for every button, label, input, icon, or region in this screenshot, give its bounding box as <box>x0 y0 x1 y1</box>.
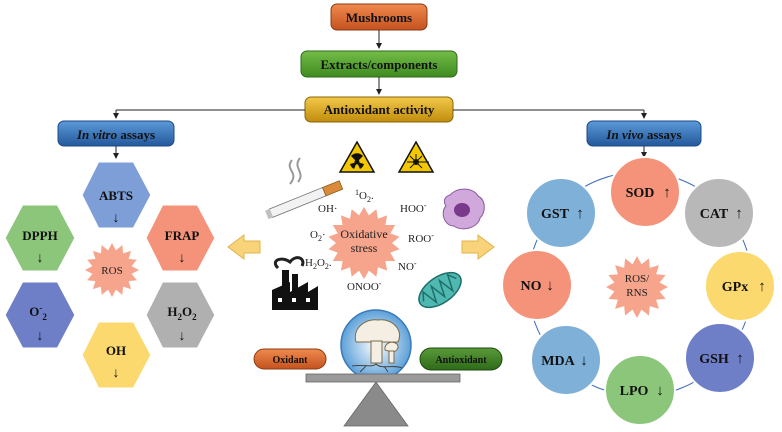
in-vivo-circles: SOD ↑ CAT ↑ GST ↑ GPx ↑ NO ↓ GSH ↑ <box>501 156 776 426</box>
gst-label: GST <box>541 207 570 222</box>
mushrooms-box: Mushrooms <box>330 3 428 31</box>
balance-scale-icon <box>305 373 461 427</box>
oxidant-pill: Oxidant <box>253 348 327 370</box>
ros-rns-burst: ROS/ RNS <box>606 256 668 318</box>
ros-burst: ROS <box>85 243 139 297</box>
circle-no: NO ↓ <box>501 249 573 321</box>
branch-lines <box>113 109 647 119</box>
h2o2-arrow: ↓ <box>179 329 186 344</box>
sod-arrow: ↑ <box>663 185 671 201</box>
species-roo: ROO- <box>408 231 434 245</box>
in-vitro-hexagons: ABTS ↓ DPPH ↓ FRAP ↓ O-2 ↓ H2O2 ↓ <box>2 159 218 391</box>
lpo-arrow: ↓ <box>656 383 664 399</box>
cat-arrow: ↑ <box>735 206 743 222</box>
abts-label: ABTS <box>99 188 133 203</box>
extracts-box: Extracts/components <box>300 50 458 78</box>
species-no: NO- <box>398 259 417 273</box>
species-o2: O2· <box>310 229 326 243</box>
oh-label: OH <box>106 343 126 358</box>
species-onoo: ONOO- <box>347 279 382 293</box>
gpx-arrow: ↑ <box>758 279 766 295</box>
hex-oh: OH ↓ <box>79 319 154 391</box>
cat-label: CAT <box>700 207 729 222</box>
circle-gpx: GPx ↑ <box>704 250 776 322</box>
abts-arrow: ↓ <box>113 211 120 226</box>
antioxidant-activity-label: Antioxidant activity <box>324 102 435 117</box>
species-singlet-o2: 1O2. <box>355 188 374 204</box>
ros-rns-line1: ROS/ <box>625 273 650 285</box>
stress-line2: stress <box>351 241 378 255</box>
circle-cat: CAT ↑ <box>683 177 755 249</box>
left-arrow <box>227 234 261 260</box>
in-vitro-box: In vitro assays <box>57 120 175 147</box>
no-arrow: ↓ <box>546 278 554 294</box>
no-label: NO <box>521 279 542 294</box>
hex-dpph: DPPH ↓ <box>2 202 78 274</box>
dpph-label: DPPH <box>22 228 57 243</box>
mda-label: MDA <box>541 354 575 369</box>
radiation-icon <box>338 140 376 173</box>
macrophage-icon <box>442 188 485 230</box>
oh-arrow: ↓ <box>113 366 120 381</box>
extracts-label: Extracts/components <box>321 57 438 72</box>
in-vivo-label: In vivo assays <box>605 127 681 142</box>
in-vitro-label: In vitro assays <box>76 127 155 142</box>
sod-label: SOD <box>626 186 655 201</box>
right-arrow <box>461 234 495 260</box>
hex-abts: ABTS ↓ <box>79 159 154 231</box>
circle-gsh: GSH ↑ <box>684 322 756 394</box>
o2-label: O-2 <box>29 303 47 322</box>
species-hoo: HOO- <box>400 201 427 215</box>
hex-frap: FRAP ↓ <box>143 202 218 274</box>
species-labels: 1O2. OH· HOO- O2· ROO- H2O2. NO- ONOO- <box>305 188 434 293</box>
circle-gst: GST ↑ <box>525 177 597 249</box>
mushroom-icon <box>340 309 412 381</box>
oxidative-stress-burst: Oxidative stress <box>328 207 400 279</box>
h2o2-label: H2O2 <box>167 304 197 322</box>
species-oh: OH· <box>318 203 338 215</box>
mushrooms-label: Mushrooms <box>346 10 412 25</box>
circle-mda: MDA ↓ <box>530 324 602 396</box>
mitochondrion-icon <box>418 271 462 309</box>
cigarette-icon <box>265 157 344 220</box>
hex-o2: O-2 ↓ <box>2 279 78 351</box>
lpo-label: LPO <box>620 384 649 399</box>
hex-h2o2: H2O2 ↓ <box>143 279 218 351</box>
gsh-arrow: ↑ <box>736 351 744 367</box>
frap-arrow: ↓ <box>179 251 186 266</box>
circle-sod: SOD ↑ <box>609 156 681 228</box>
mda-arrow: ↓ <box>580 353 588 369</box>
ros-label: ROS <box>101 265 122 277</box>
dpph-arrow: ↓ <box>37 251 44 266</box>
factory-icon <box>272 256 318 310</box>
oxidant-label: Oxidant <box>272 355 308 366</box>
o2-arrow: ↓ <box>37 329 44 344</box>
stress-line1: Oxidative <box>340 227 387 241</box>
species-h2o2: H2O2. <box>305 257 332 271</box>
circle-lpo: LPO ↓ <box>604 354 676 426</box>
gsh-label: GSH <box>699 352 729 367</box>
antioxidant-pill: Antioxidant <box>419 347 503 371</box>
frap-label: FRAP <box>165 228 200 243</box>
gpx-label: GPx <box>722 280 748 295</box>
antioxidant-activity-box: Antioxidant activity <box>304 96 454 123</box>
antioxidant-label: Antioxidant <box>435 355 487 366</box>
ros-rns-line2: RNS <box>626 287 647 299</box>
in-vivo-box: In vivo assays <box>586 120 702 147</box>
gst-arrow: ↑ <box>576 206 584 222</box>
laser-warning-icon <box>397 140 435 173</box>
